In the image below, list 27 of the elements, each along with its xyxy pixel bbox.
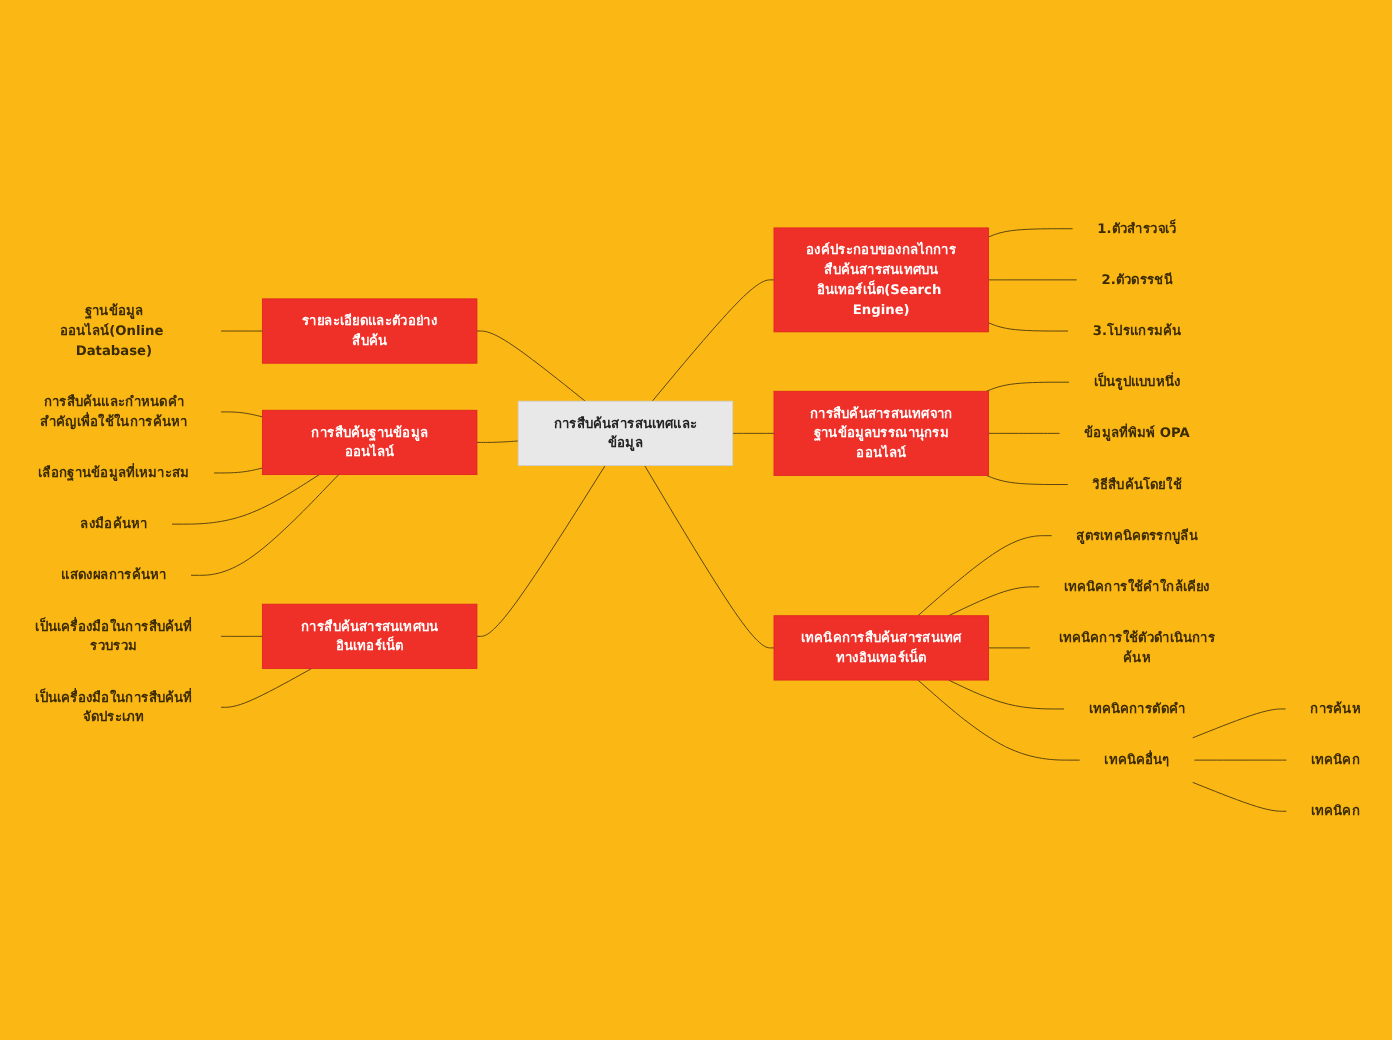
connector <box>988 647 1031 649</box>
connector <box>948 586 1040 617</box>
connector <box>917 679 1081 761</box>
connector <box>1193 759 1287 761</box>
connector <box>644 465 775 649</box>
connector <box>948 679 1065 710</box>
connector <box>220 635 263 637</box>
connector <box>732 432 775 434</box>
connector <box>220 330 263 332</box>
connector <box>988 322 1069 332</box>
connector <box>1192 781 1287 812</box>
connector <box>988 432 1061 434</box>
connector <box>190 474 340 576</box>
connector <box>651 279 775 402</box>
connector <box>476 465 606 637</box>
connector <box>476 440 519 443</box>
connector <box>476 330 586 402</box>
connector <box>220 668 313 708</box>
connector <box>1192 708 1287 739</box>
connector <box>988 228 1074 238</box>
connector <box>917 535 1053 617</box>
connector <box>988 279 1078 281</box>
connector <box>220 411 263 418</box>
connector <box>171 474 320 525</box>
connector <box>213 467 263 474</box>
connector <box>985 381 1070 392</box>
connector <box>985 474 1069 485</box>
